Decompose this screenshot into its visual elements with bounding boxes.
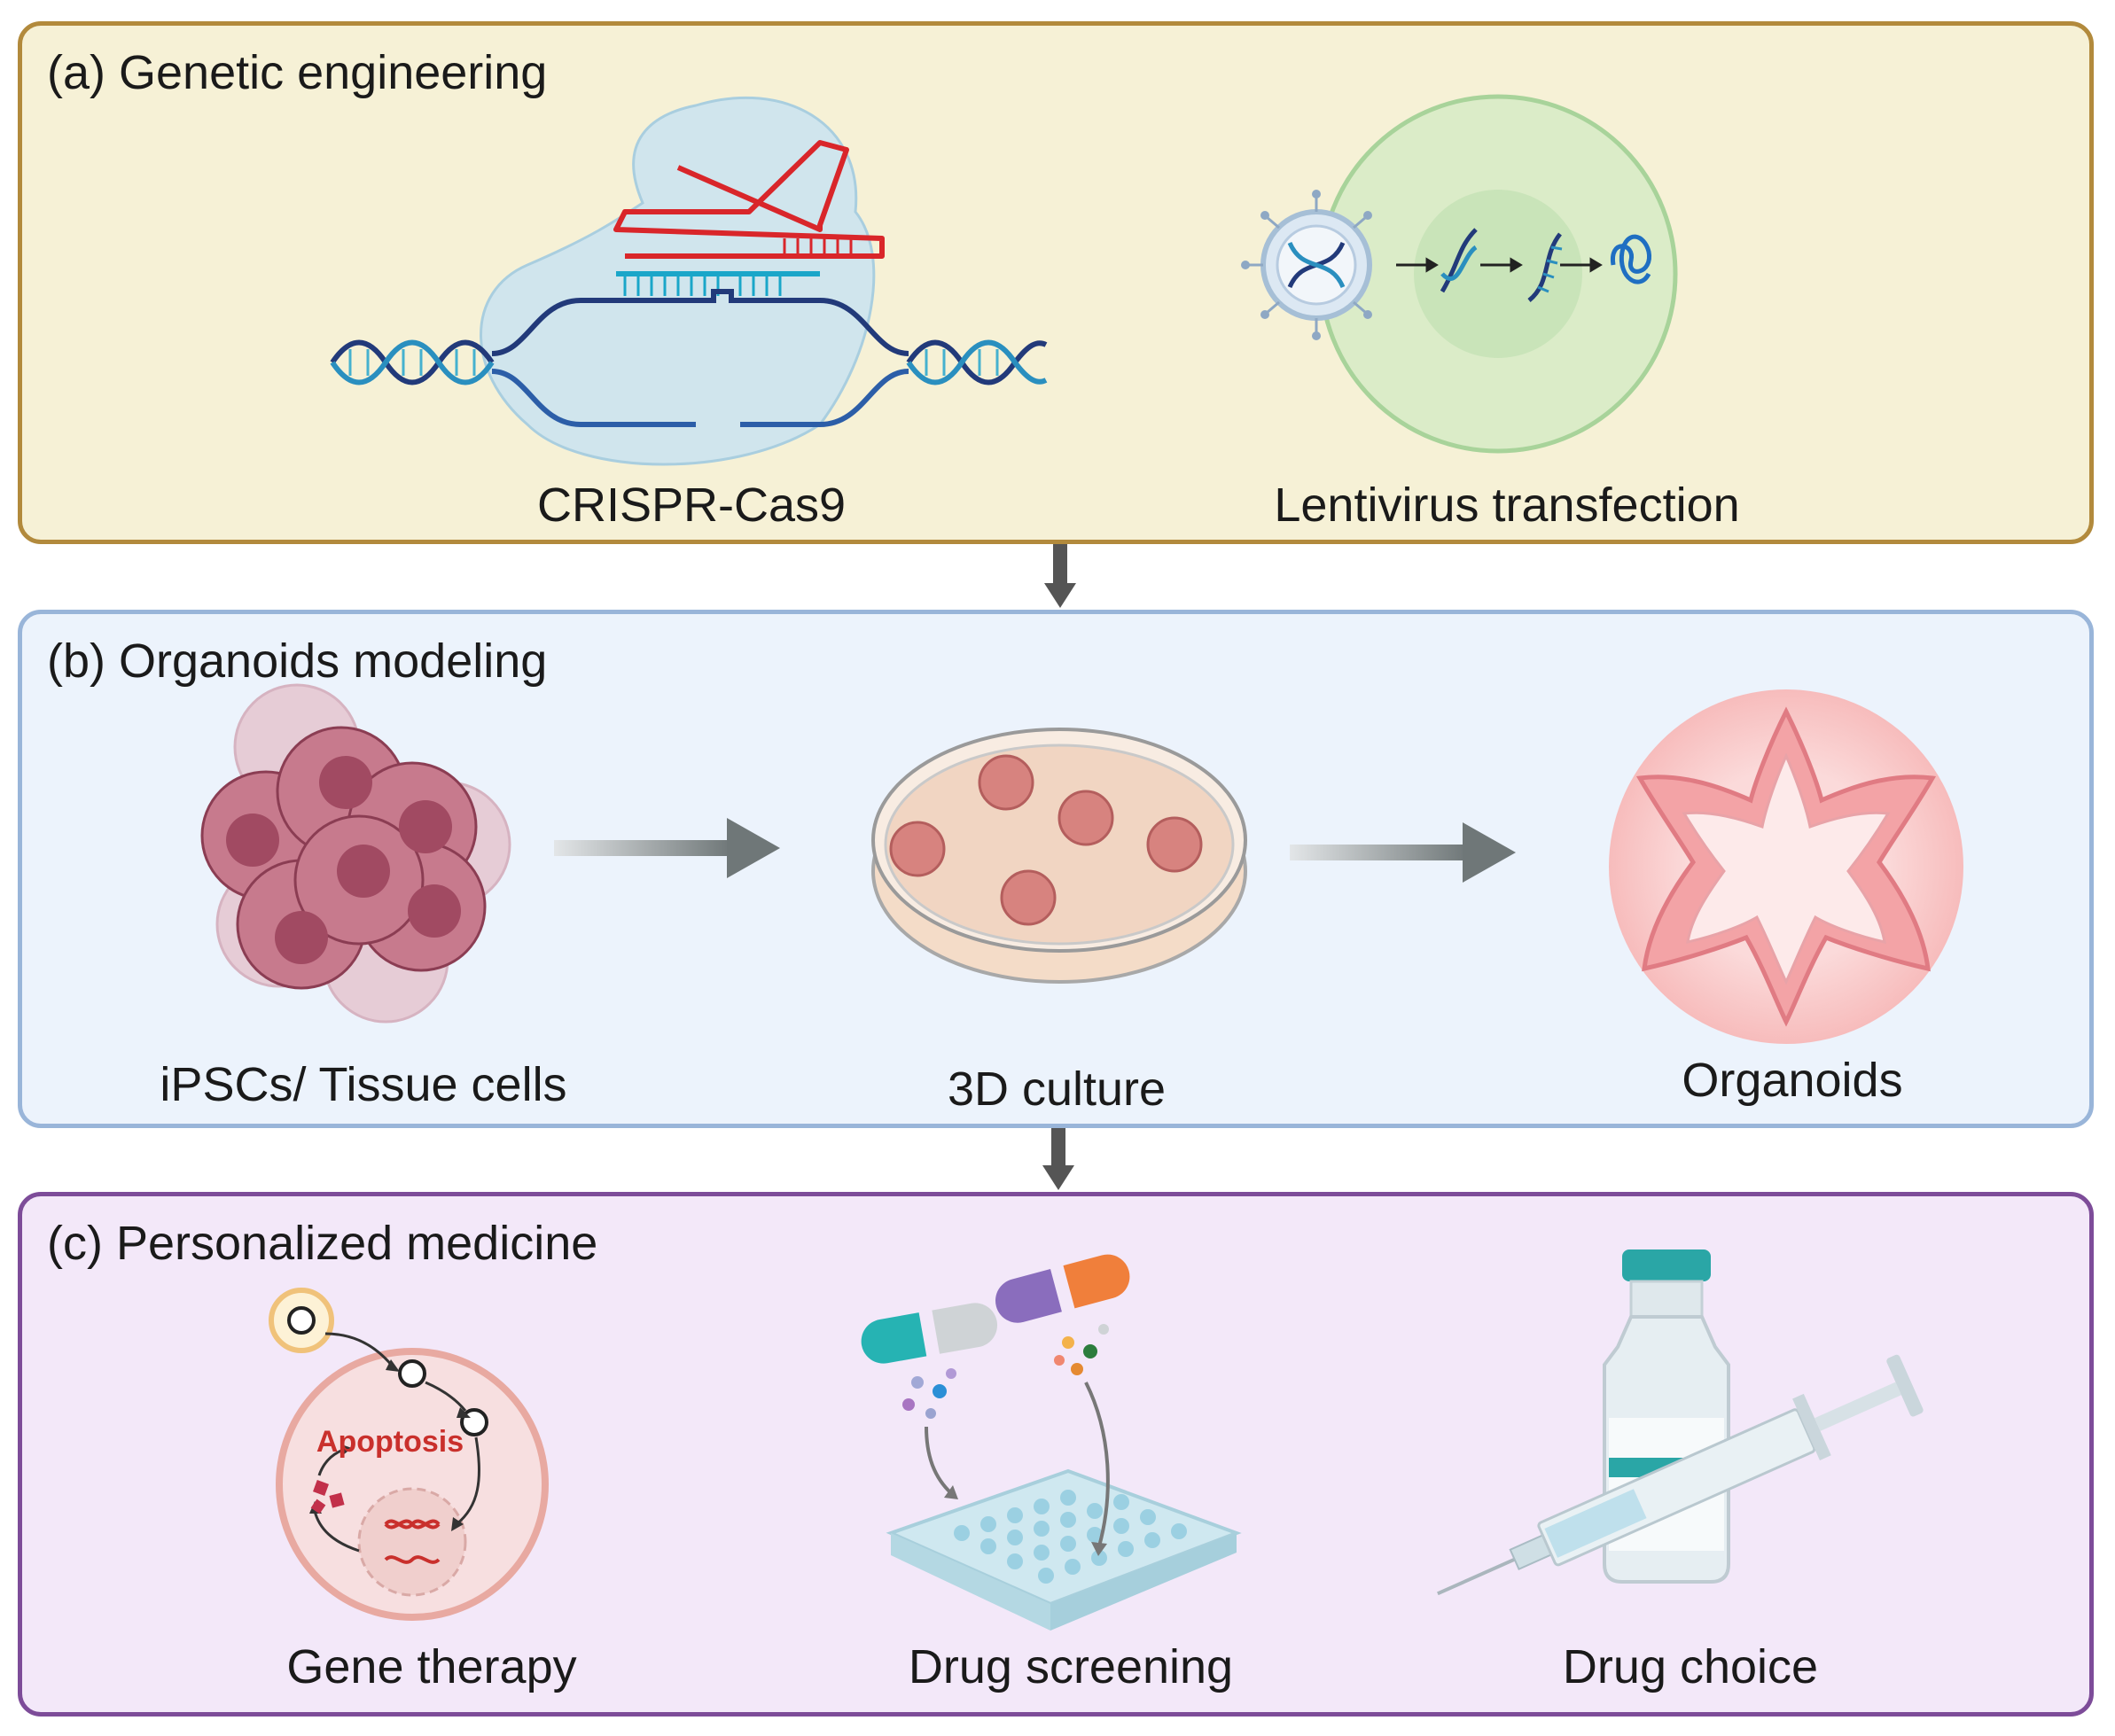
lentivirus-transfection-icon: [1241, 94, 1678, 454]
gene-therapy-label: Gene therapy: [286, 1640, 577, 1693]
lentivirus-transfection-label: Lentivirus transfection: [1274, 479, 1740, 532]
ipsc-tissue-cells-label: iPSCs/ Tissue cells: [160, 1058, 567, 1111]
organoids-label: Organoids: [1682, 1054, 1903, 1107]
crispr-cas9-icon: [330, 97, 1048, 466]
organoid-icon: [1609, 689, 1963, 1044]
panel-a-title: (a) Genetic engineering: [47, 46, 548, 99]
panel-personalized-medicine: (c) Personalized medicine Apoptosis Gene…: [18, 1192, 2094, 1717]
panel-genetic-engineering: (a) Genetic engineering: [18, 21, 2094, 544]
panel-organoids-modeling: (b) Organoids modeling iPSCs/ Tissue cel…: [18, 610, 2094, 1128]
drug-screening-icon: [861, 1254, 1242, 1631]
panel-b-title: (b) Organoids modeling: [47, 634, 548, 688]
right-arrow-icon: [1290, 822, 1516, 883]
gene-therapy-cell-icon: [269, 1288, 549, 1621]
right-arrow-icon: [554, 818, 780, 878]
crispr-cas9-label: CRISPR-Cas9: [536, 479, 847, 532]
drug-screening-label: Drug screening: [908, 1640, 1234, 1693]
petri-dish-icon: [871, 728, 1247, 984]
cell-cluster-icon: [200, 683, 511, 1024]
panel-c-title: (c) Personalized medicine: [47, 1217, 598, 1270]
apoptosis-label: Apoptosis: [316, 1425, 464, 1459]
down-arrow-icon: [1044, 544, 1076, 608]
3d-culture-label: 3D culture: [947, 1063, 1167, 1116]
drug-choice-label: Drug choice: [1562, 1640, 1819, 1693]
drug-vial-syringe-icon: [1437, 1249, 1924, 1596]
down-arrow-icon: [1042, 1128, 1074, 1190]
